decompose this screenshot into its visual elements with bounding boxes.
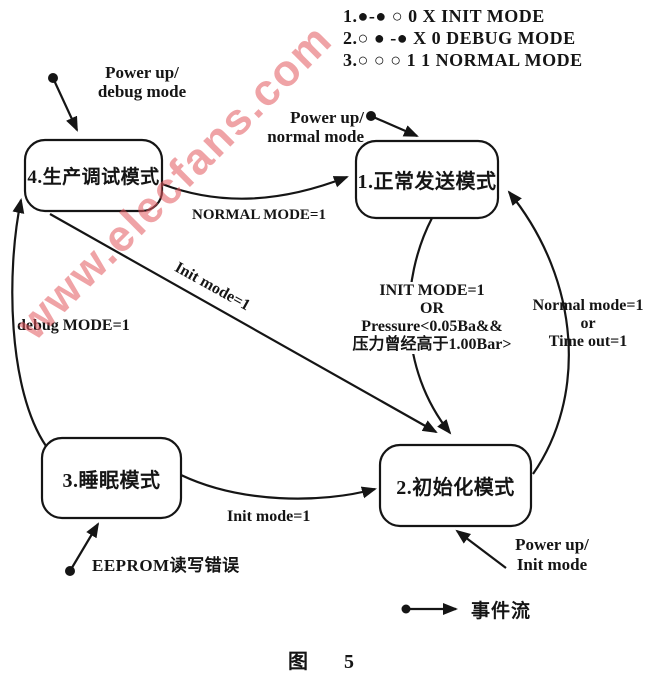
- edge-entry-eeprom: [69, 522, 100, 572]
- label-power-up-normal: Power up/ normal mode: [267, 108, 364, 146]
- start-dot-normal: [366, 111, 376, 121]
- label-eeprom-error: EEPROM读写错误: [92, 556, 240, 575]
- state-box-4: [23, 138, 164, 213]
- mode-legend-row-debug: 2.○ ● -● X 0 DEBUG MODE: [343, 28, 576, 48]
- edge-3-to-2: [180, 474, 377, 500]
- state-box-2: [378, 443, 533, 528]
- legend-flow-dot: [401, 604, 411, 614]
- state-box-3: [40, 436, 183, 520]
- label-power-up-init: Power up/ Init mode: [515, 535, 589, 574]
- mode-legend-row-normal: 3.○ ○ ○ 1 1 NORMAL MODE: [343, 50, 583, 70]
- figure-caption-label: 图: [288, 651, 308, 673]
- state-node-4: 4.生产调试模式: [27, 167, 160, 188]
- state-node-1: 1.正常发送模式: [357, 171, 497, 193]
- label-init-mode-eq1-bottom: Init mode=1: [227, 508, 311, 525]
- mode-legend-row-init: 1.●-● ○ 0 X INIT MODE: [343, 6, 545, 26]
- figure-caption-number: 5: [344, 651, 354, 673]
- label-power-up-debug: Power up/ debug mode: [97, 63, 187, 101]
- label-debug-mode-eq1: debug MODE=1: [17, 317, 130, 334]
- edge-entry-normal: [370, 114, 419, 138]
- edge-3-to-4: [11, 198, 47, 447]
- label-normal-or-timeout: Normal mode=1 or Time out=1: [532, 297, 644, 350]
- label-init-mode-or-pressure: INIT MODE=1 OR Pressure<0.05Ba&& 压力曾经高于1…: [328, 282, 536, 354]
- edge-4-to-1: [161, 175, 349, 200]
- state-box-1: [354, 139, 500, 220]
- edge-entry-debug: [52, 77, 78, 132]
- start-dot-debug: [48, 73, 58, 83]
- figure-caption: 图 5: [288, 645, 354, 674]
- start-dot-eeprom: [65, 566, 75, 576]
- edge-4-to-2: [49, 213, 438, 433]
- label-normal-mode-eq1: NORMAL MODE=1: [192, 207, 326, 223]
- mode-legend: 1.●-● ○ 0 X INIT MODE 2.○ ● -● X 0 DEBUG…: [343, 5, 583, 71]
- edge-2-to-1: [507, 190, 570, 475]
- state-node-2: 2.初始化模式: [396, 477, 515, 499]
- state-node-3: 3.睡眠模式: [62, 469, 161, 492]
- edge-entry-init: [455, 529, 507, 569]
- label-event-flow: 事件流: [471, 601, 532, 622]
